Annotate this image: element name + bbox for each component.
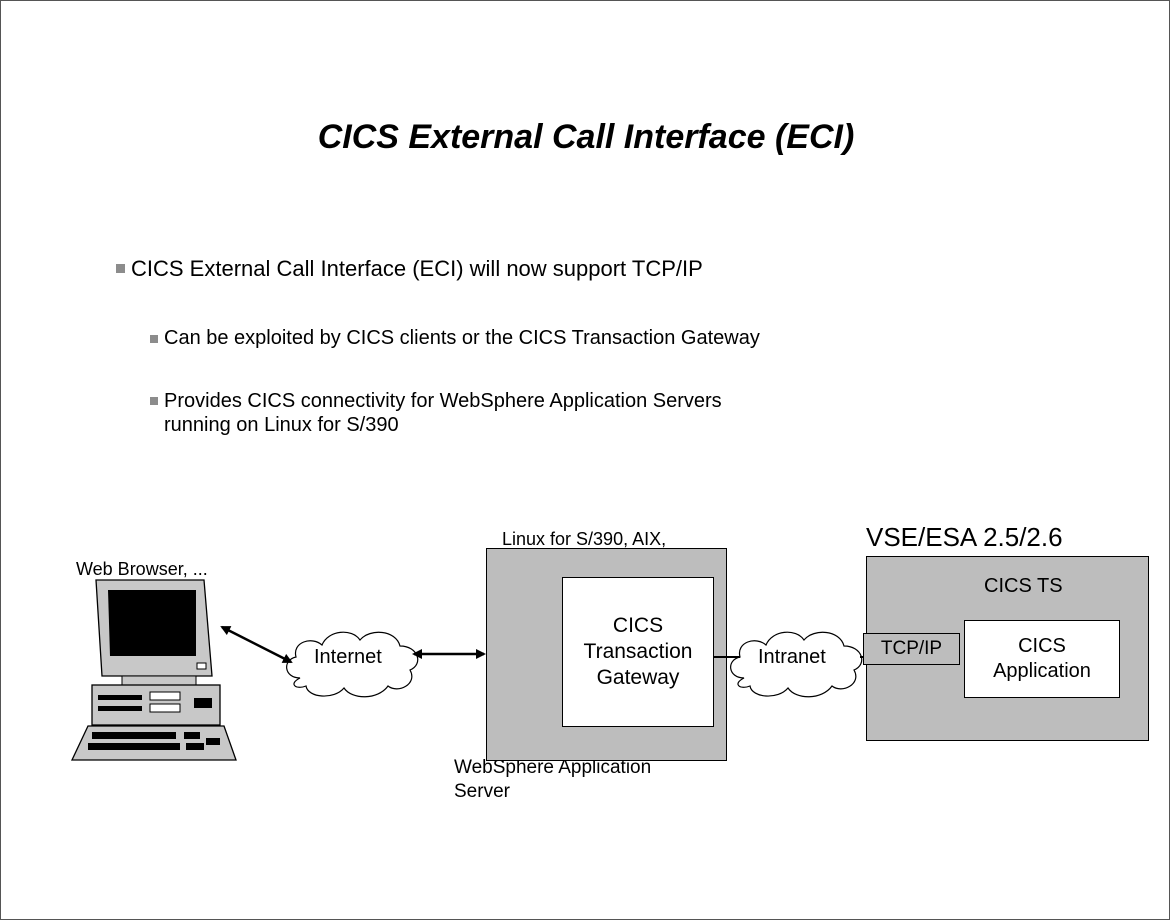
- web-browser-label: Web Browser, ...: [76, 559, 208, 579]
- cics-ts-label: CICS TS: [984, 575, 1063, 597]
- sub-bullet-2-line1: Provides CICS connectivity for WebSphere…: [164, 390, 722, 412]
- sub-bullet-1: Can be exploited by CICS clients or the …: [150, 327, 760, 350]
- bullet-main-text: CICS External Call Interface (ECI) will …: [131, 256, 703, 281]
- tcpip-label: TCP/IP: [880, 638, 943, 659]
- intranet-label: Intranet: [758, 646, 826, 668]
- sub-bullet-2-text: Provides CICS connectivity for WebSphere…: [164, 389, 722, 437]
- computer-icon: [70, 579, 237, 761]
- cics-transaction-gateway-box: CICS Transaction Gateway: [562, 577, 714, 727]
- arrow-browser-internet: [220, 625, 293, 664]
- bullet-main: CICS External Call Interface (ECI) will …: [116, 256, 703, 282]
- sub-bullet-2: Provides CICS connectivity for WebSphere…: [150, 389, 970, 437]
- gateway-line3: Gateway: [596, 666, 680, 689]
- sub-bullet-2-line2: running on Linux for S/390: [164, 414, 399, 436]
- websphere-label: WebSphere Application Server: [454, 756, 651, 804]
- bullet-marker: [116, 264, 125, 273]
- app-line2: Application: [993, 660, 1091, 682]
- websphere-label-line1: WebSphere Application: [454, 757, 652, 778]
- tcpip-port-box: TCP/IP: [863, 633, 960, 665]
- cics-application-box: CICS Application: [964, 620, 1120, 698]
- slide-title: CICS External Call Interface (ECI): [317, 118, 855, 156]
- app-line1: CICS: [1018, 635, 1066, 657]
- linux-label-line1: Linux for S/390, AIX,: [502, 529, 667, 549]
- gateway-line2: Transaction: [583, 640, 693, 663]
- intranet-cloud-icon: [730, 631, 863, 698]
- bullet-marker: [150, 397, 158, 405]
- sub-bullet-1-text: Can be exploited by CICS clients or the …: [164, 327, 760, 349]
- internet-label: Internet: [314, 646, 382, 668]
- gateway-line1: CICS: [612, 614, 664, 637]
- bullet-marker: [150, 335, 158, 343]
- vse-label: VSE/ESA 2.5/2.6: [866, 522, 1063, 552]
- websphere-label-line2: Server: [454, 781, 510, 802]
